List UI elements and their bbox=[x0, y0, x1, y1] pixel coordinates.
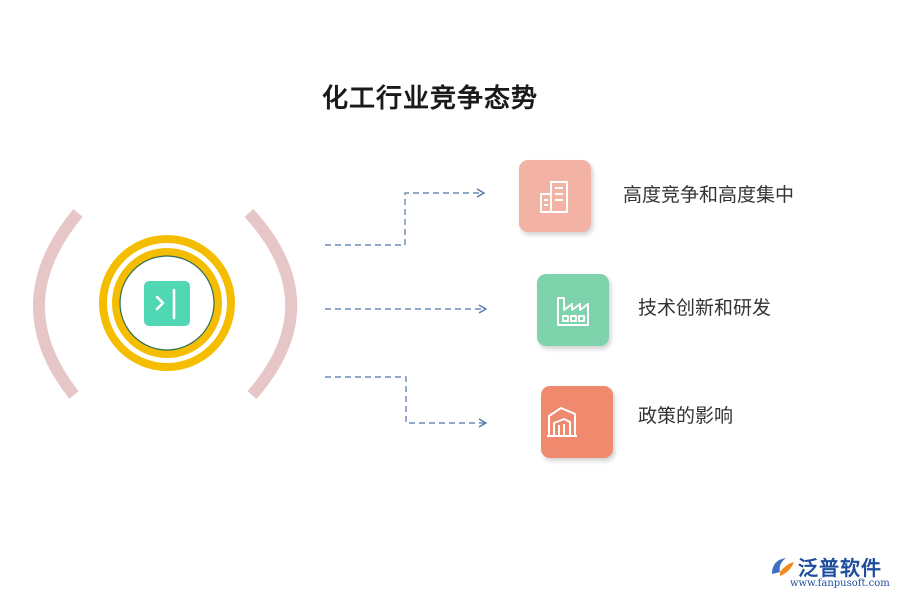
left-parenthesis bbox=[33, 209, 83, 399]
brand-logo: 泛普软件 www.fanpusoft.com bbox=[768, 552, 893, 598]
item-label-1: 高度竞争和高度集中 bbox=[623, 184, 795, 206]
item-tile-2 bbox=[537, 274, 609, 346]
factory-icon bbox=[557, 297, 589, 326]
connector-bottom bbox=[325, 376, 484, 424]
item-tile-1 bbox=[519, 160, 591, 232]
item-tile-3 bbox=[541, 386, 613, 458]
logo-mark-icon bbox=[772, 558, 794, 576]
arrowhead-middle bbox=[478, 304, 488, 314]
item-label-3: 政策的影响 bbox=[638, 405, 734, 427]
page-title: 化工行业竞争态势 bbox=[322, 84, 539, 114]
logo-text: 泛普软件 bbox=[798, 556, 882, 580]
arrowhead-top bbox=[476, 188, 486, 198]
connector-top bbox=[325, 192, 482, 246]
item-label-2: 技术创新和研发 bbox=[638, 297, 772, 319]
arrowhead-bottom bbox=[478, 418, 488, 428]
right-parenthesis bbox=[244, 208, 298, 399]
warehouse-icon bbox=[547, 407, 577, 437]
building-icon bbox=[540, 181, 568, 213]
logo-url: www.fanpusoft.com bbox=[790, 578, 890, 589]
panel-collapse-icon bbox=[144, 281, 190, 326]
